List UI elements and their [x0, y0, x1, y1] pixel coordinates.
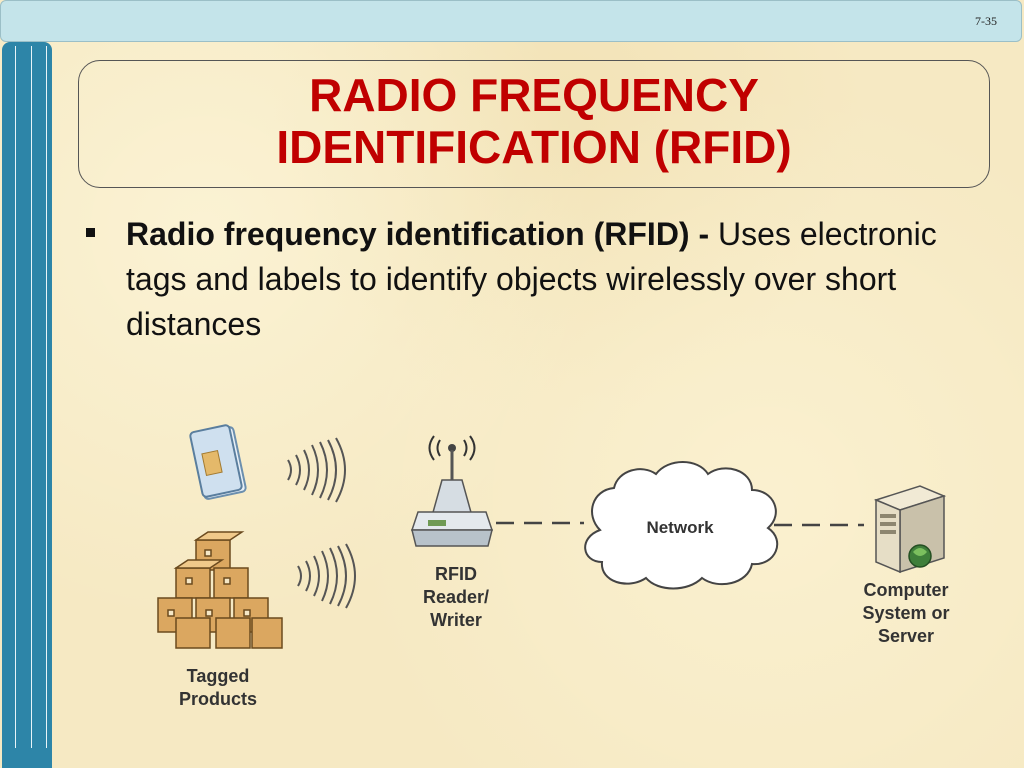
bullet-separator: -: [689, 216, 719, 252]
sidebar-stripe: [15, 46, 16, 748]
network-cloud-icon: [584, 461, 779, 590]
slide-title: RADIO FREQUENCY IDENTIFICATION (RFID): [79, 69, 989, 173]
bullet-term: Radio frequency identification (RFID): [126, 216, 690, 252]
sidebar-stripe: [46, 46, 47, 748]
server-label-3: Server: [878, 626, 934, 646]
reader-label-3: Writer: [430, 610, 482, 630]
tagged-products-label-2: Products: [179, 689, 257, 709]
title-box: RADIO FREQUENCY IDENTIFICATION (RFID): [78, 60, 990, 188]
top-header-bar: 7-35: [0, 0, 1022, 42]
bullet-definition: Uses electronic tags and labels to ident…: [126, 216, 937, 342]
page-number: 7-35: [975, 14, 997, 28]
server-label-2: System or: [862, 603, 949, 623]
title-line-1: RADIO FREQUENCY: [309, 69, 759, 121]
bullet-item: Radio frequency identification (RFID) - …: [86, 212, 986, 347]
radio-waves-icon: [297, 543, 356, 609]
network-label: Network: [646, 518, 714, 537]
rfid-reader-antenna-icon: [410, 435, 494, 547]
server-label-1: Computer: [864, 580, 949, 600]
rfid-tag-card-icon: [189, 424, 247, 500]
tagged-products-label-1: Tagged: [187, 666, 250, 686]
left-sidebar-bar: [2, 42, 52, 768]
sidebar-stripe: [31, 46, 32, 748]
reader-label-1: RFID: [435, 564, 477, 584]
title-line-2: IDENTIFICATION (RFID): [276, 121, 792, 173]
server-computer-icon: [873, 485, 947, 574]
radio-waves-icon: [287, 437, 346, 503]
tagged-products-boxes-icon: [157, 531, 283, 649]
square-bullet-icon: [86, 228, 95, 237]
bullet-text: Radio frequency identification (RFID) - …: [126, 212, 986, 347]
reader-label-2: Reader/: [423, 587, 489, 607]
